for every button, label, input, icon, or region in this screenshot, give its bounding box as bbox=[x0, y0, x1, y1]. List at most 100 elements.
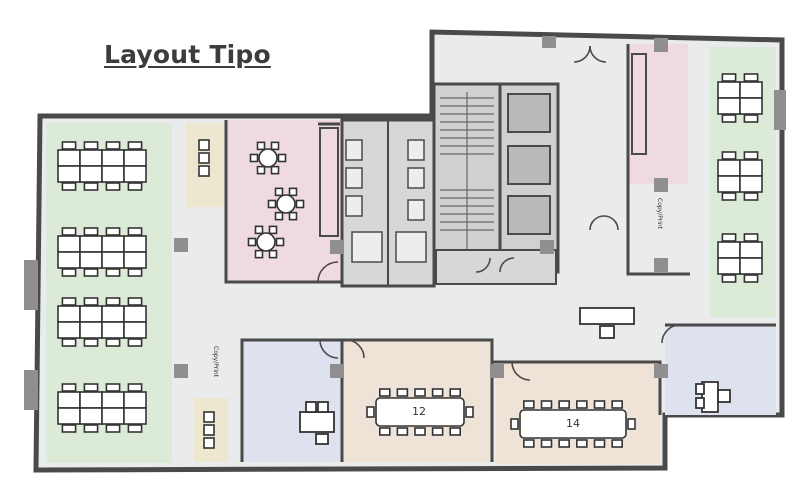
desk bbox=[123, 305, 147, 323]
chair bbox=[396, 388, 409, 397]
chair bbox=[274, 211, 284, 221]
elevator-car bbox=[507, 93, 551, 133]
door-swing bbox=[661, 324, 681, 344]
desk bbox=[101, 149, 125, 167]
column bbox=[774, 90, 786, 130]
chair bbox=[743, 73, 759, 82]
chair bbox=[61, 424, 77, 433]
chair bbox=[247, 237, 257, 247]
door-swing bbox=[511, 361, 531, 381]
chair bbox=[83, 182, 99, 191]
chair bbox=[127, 268, 143, 277]
chair bbox=[721, 73, 737, 82]
column bbox=[330, 364, 344, 378]
column bbox=[174, 364, 188, 378]
desk bbox=[79, 235, 103, 253]
interior-walls bbox=[224, 44, 776, 462]
chair bbox=[61, 268, 77, 277]
lounge-tables bbox=[247, 141, 305, 259]
chair bbox=[61, 182, 77, 191]
core-service bbox=[435, 249, 557, 285]
chair bbox=[105, 383, 121, 392]
desk bbox=[717, 257, 741, 275]
desk bbox=[57, 305, 81, 323]
desk bbox=[79, 305, 103, 323]
restroom-accessible bbox=[351, 231, 383, 263]
chair bbox=[61, 383, 77, 392]
chair bbox=[270, 141, 280, 151]
desk bbox=[57, 407, 81, 425]
desk bbox=[57, 321, 81, 339]
desk bbox=[123, 391, 147, 409]
desk bbox=[79, 149, 103, 167]
column bbox=[654, 364, 668, 378]
cabinet bbox=[198, 152, 210, 164]
chair bbox=[743, 233, 759, 242]
elevator-car bbox=[507, 145, 551, 185]
chair bbox=[449, 388, 462, 397]
column bbox=[654, 38, 668, 52]
reception-desk bbox=[579, 307, 635, 325]
chair bbox=[627, 418, 636, 430]
desk bbox=[57, 391, 81, 409]
desk bbox=[79, 391, 103, 409]
column bbox=[330, 240, 344, 254]
chair bbox=[366, 406, 375, 418]
door-swing bbox=[317, 261, 339, 283]
doors bbox=[317, 45, 681, 381]
chair bbox=[721, 114, 737, 123]
restroom-stall bbox=[345, 139, 363, 161]
chair bbox=[268, 249, 278, 259]
copy-print-label-left: Copy/Print bbox=[212, 346, 219, 378]
workstation-desks bbox=[57, 73, 763, 433]
desk bbox=[739, 175, 763, 193]
desk-cluster bbox=[57, 227, 147, 277]
chair bbox=[558, 400, 570, 409]
chair bbox=[743, 151, 759, 160]
desk bbox=[123, 251, 147, 269]
chair bbox=[721, 233, 737, 242]
chair bbox=[465, 406, 474, 418]
chair bbox=[127, 182, 143, 191]
restroom-stall bbox=[345, 167, 363, 189]
meeting-table bbox=[366, 388, 474, 436]
desk bbox=[717, 175, 741, 193]
chair bbox=[105, 227, 121, 236]
column bbox=[174, 238, 188, 252]
chair bbox=[288, 211, 298, 221]
chair bbox=[576, 439, 588, 448]
desk bbox=[101, 407, 125, 425]
column bbox=[654, 178, 668, 192]
chair bbox=[540, 439, 553, 448]
chair bbox=[540, 400, 553, 409]
chair bbox=[127, 424, 143, 433]
chair bbox=[61, 141, 77, 150]
desk bbox=[79, 165, 103, 183]
chair bbox=[83, 141, 99, 150]
desk bbox=[739, 241, 763, 259]
table-top bbox=[375, 397, 465, 427]
desk bbox=[123, 165, 147, 183]
chair bbox=[83, 297, 99, 306]
cabinet bbox=[203, 411, 215, 423]
chair bbox=[83, 268, 99, 277]
desk bbox=[717, 97, 741, 115]
stair-treads bbox=[440, 92, 494, 250]
desk bbox=[101, 391, 125, 409]
office-chair bbox=[315, 433, 329, 445]
chair bbox=[61, 297, 77, 306]
door-swing bbox=[475, 257, 491, 273]
round-table bbox=[267, 187, 305, 221]
chair bbox=[105, 141, 121, 150]
chair bbox=[611, 439, 623, 448]
table-top bbox=[276, 194, 296, 214]
chair bbox=[270, 165, 280, 175]
chair bbox=[510, 418, 519, 430]
chair bbox=[378, 427, 391, 436]
cabinet bbox=[198, 165, 210, 177]
restroom-stall bbox=[407, 199, 425, 221]
chair bbox=[743, 274, 759, 283]
chair bbox=[295, 199, 305, 209]
chair bbox=[414, 427, 426, 436]
chair bbox=[254, 249, 264, 259]
